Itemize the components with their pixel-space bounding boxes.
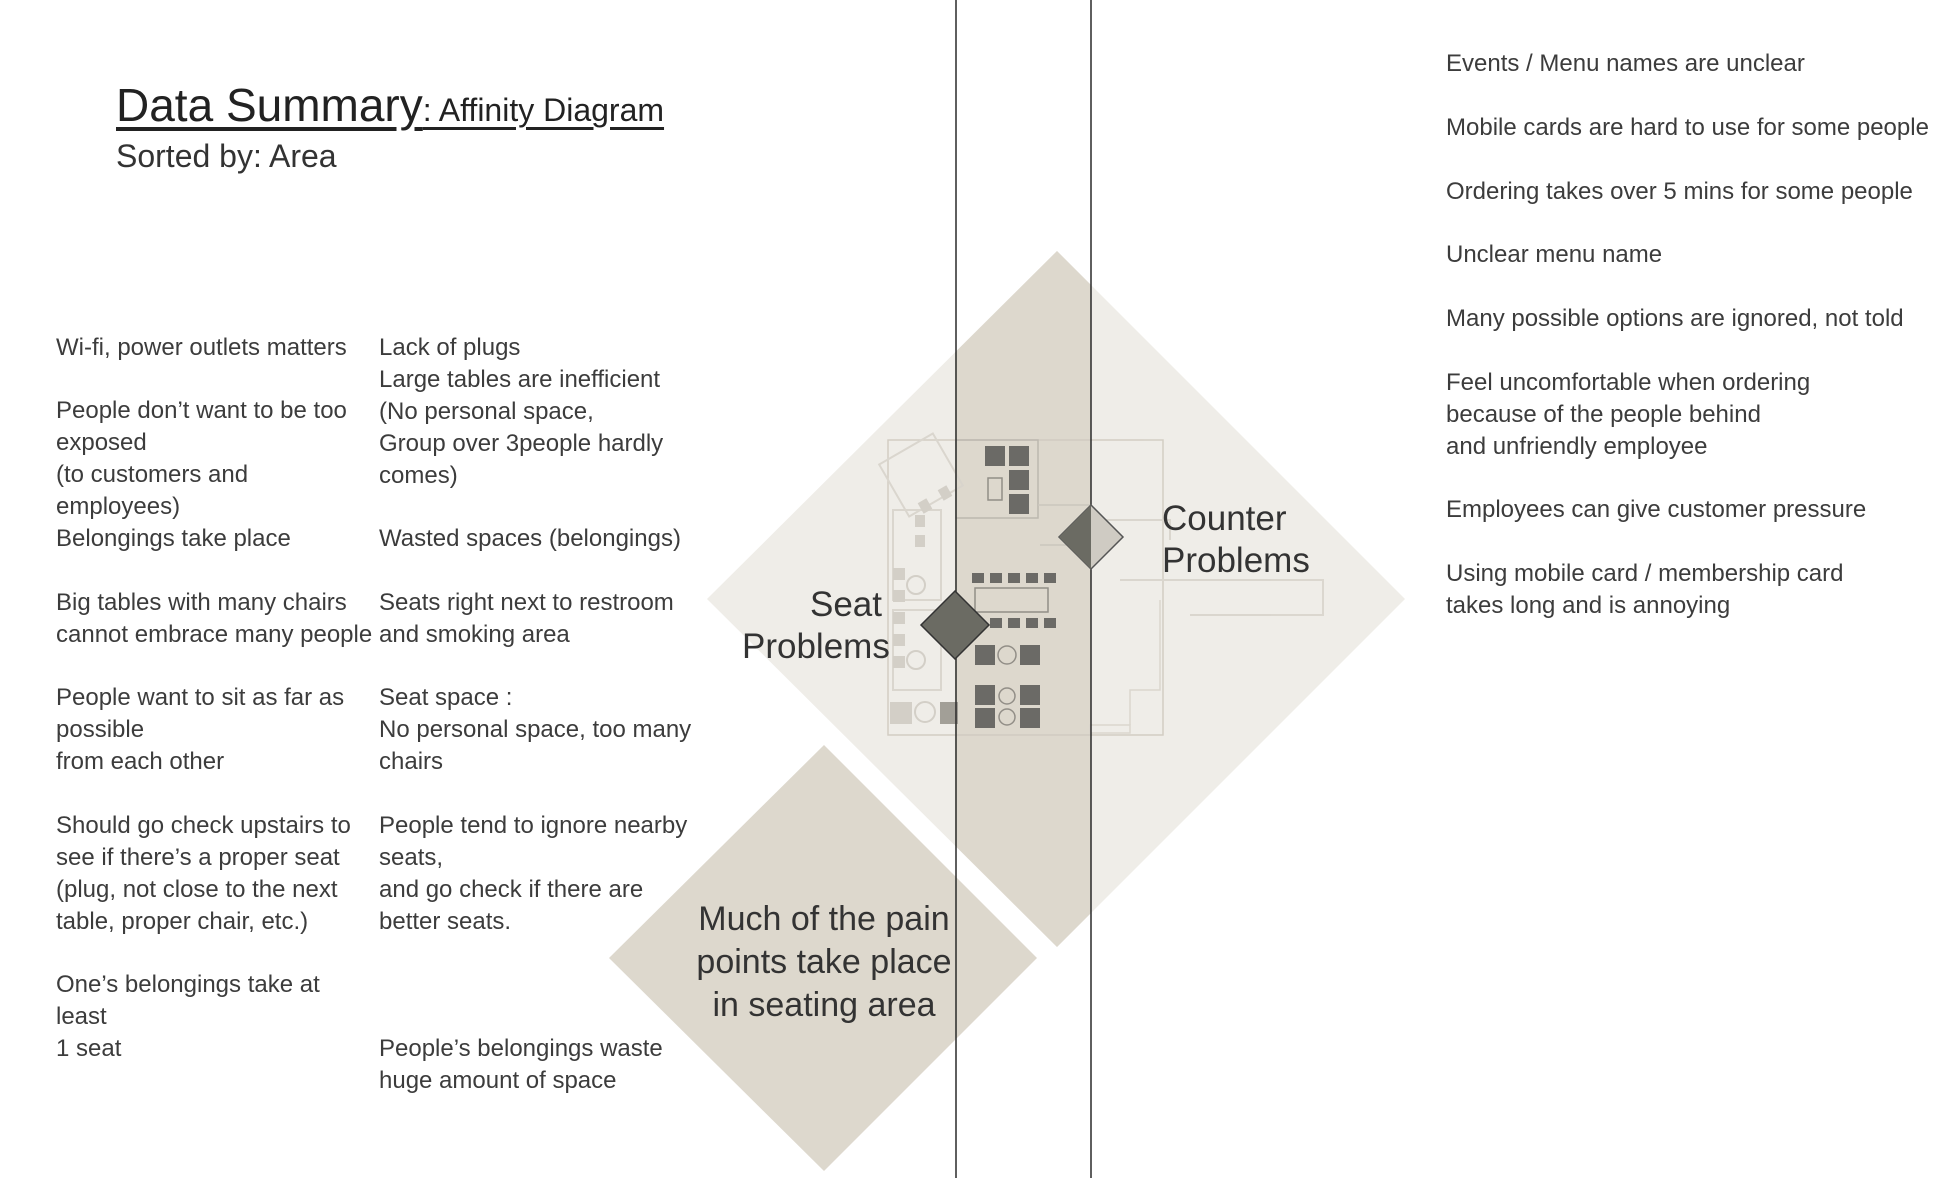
title-main: Data Summary [116, 79, 423, 131]
note-middle-4: Seat space : No personal space, too many… [379, 684, 692, 775]
note-right-8: Using mobile card / membership card take… [1446, 560, 1844, 619]
note-middle-6: People’s belongings waste huge amount of… [379, 1035, 663, 1094]
note-left-6: Should go check upstairs to see if there… [56, 812, 351, 935]
note-middle-5: People tend to ignore nearby seats, and … [379, 812, 688, 935]
note-right-3: Ordering takes over 5 mins for some peop… [1446, 178, 1913, 205]
note-middle-1: Lack of plugs Large tables are inefficie… [379, 334, 664, 489]
note-right-1: Events / Menu names are unclear [1446, 50, 1805, 77]
seat-problems-label: Seat Problems [742, 585, 890, 666]
title-sub: : Affinity Diagram [422, 92, 665, 128]
page-title: Data Summary: Affinity Diagram [116, 78, 664, 132]
counter-problems-label: Counter Problems [1162, 499, 1310, 580]
seating-area-band [955, 251, 1091, 947]
note-middle-3: Seats right next to restroom and smoking… [379, 589, 674, 648]
sorted-by-label: Sorted by: Area [116, 138, 337, 174]
floor-plan-sketch [877, 432, 1324, 736]
note-middle-2: Wasted spaces (belongings) [379, 525, 681, 552]
note-right-2: Mobile cards are hard to use for some pe… [1446, 114, 1929, 141]
seat-problems-marker [919, 589, 991, 661]
note-left-2: People don’t want to be too exposed (to … [56, 397, 347, 520]
counter-problems-marker [1059, 505, 1091, 569]
note-right-5: Many possible options are ignored, not t… [1446, 305, 1904, 332]
note-left-4: Big tables with many chairs cannot embra… [56, 589, 373, 648]
note-right-7: Employees can give customer pressure [1446, 496, 1867, 523]
note-left-7: One’s belongings take at least 1 seat [56, 971, 320, 1062]
seating-area-conclusion: Much of the pain points take place in se… [696, 900, 952, 1024]
note-left-1: Wi-fi, power outlets matters [56, 334, 347, 361]
note-left-3: Belongings take place [56, 525, 291, 552]
note-right-4: Unclear menu name [1446, 241, 1663, 268]
note-right-6: Feel uncomfortable when ordering because… [1446, 369, 1811, 460]
seating-area-diamond [609, 745, 1037, 1171]
note-left-5: People want to sit as far as possible fr… [56, 684, 345, 775]
